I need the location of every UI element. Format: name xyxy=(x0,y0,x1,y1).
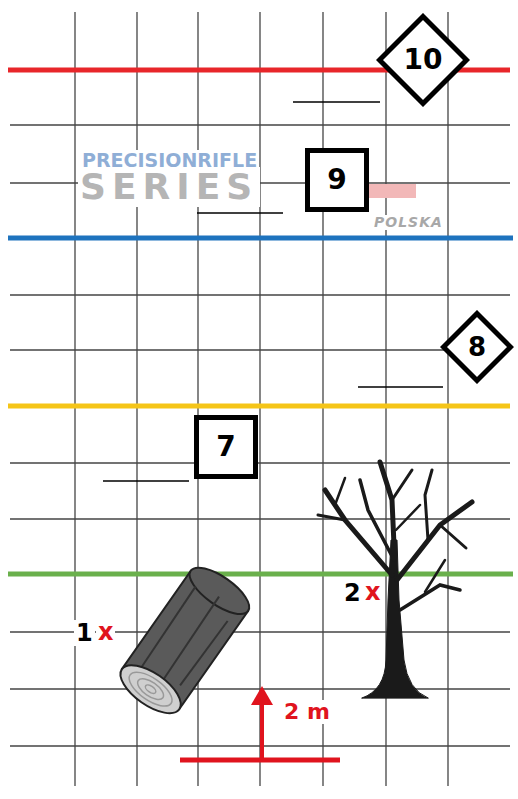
position-number: 2 xyxy=(342,580,363,606)
target-number: 8 xyxy=(468,333,486,362)
tree-illustration xyxy=(318,462,472,698)
grid xyxy=(10,12,510,786)
distance-label: 2 m xyxy=(282,700,332,724)
watermark-text: POLSKA xyxy=(372,215,445,230)
target-diamond: 10 xyxy=(376,13,470,107)
target-diamond: 8 xyxy=(440,310,514,384)
position-number: 1 xyxy=(74,620,95,646)
target-number: 9 xyxy=(327,165,346,196)
target-number: 10 xyxy=(404,45,443,76)
position-marker: x xyxy=(363,579,382,605)
log-illustration xyxy=(113,559,256,722)
target-square: 9 xyxy=(305,148,369,212)
watermark-text: SERIES xyxy=(78,167,260,207)
start-arrow xyxy=(180,686,340,760)
position-marker: x xyxy=(96,619,115,645)
target-number: 7 xyxy=(216,432,235,463)
watermark-flag xyxy=(366,184,416,198)
target-square: 7 xyxy=(194,415,258,479)
yellow-line xyxy=(8,404,510,409)
blue-line xyxy=(8,236,513,241)
